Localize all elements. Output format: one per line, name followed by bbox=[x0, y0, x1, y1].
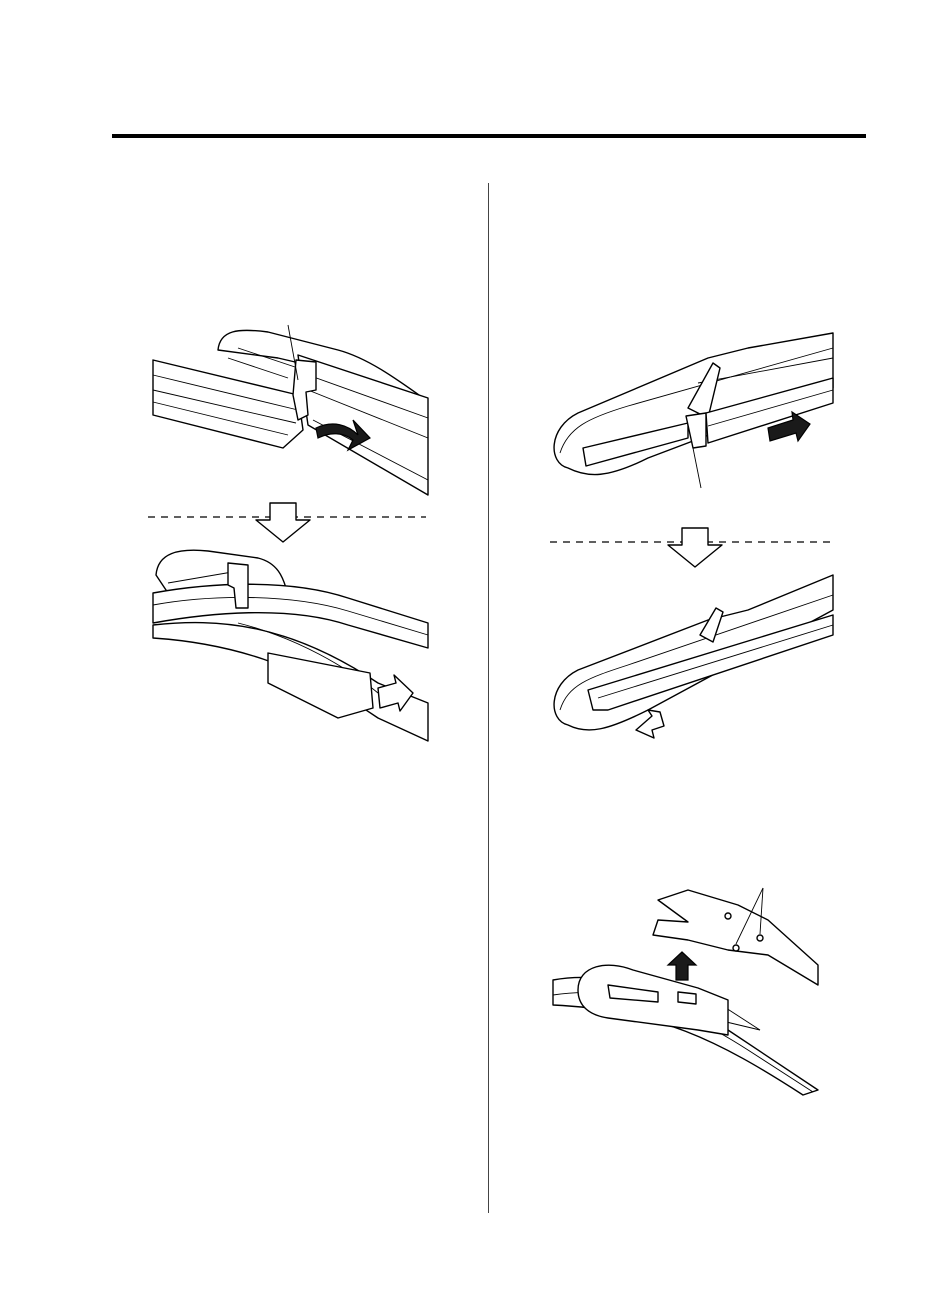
wiper-blade-slide-out-figure bbox=[152, 324, 429, 496]
column-divider bbox=[488, 183, 489, 1213]
header-rule bbox=[112, 134, 866, 138]
down-arrow-icon bbox=[667, 527, 723, 568]
step-separator-left bbox=[148, 502, 426, 543]
wiper-end-cap-figure bbox=[553, 332, 834, 489]
wiper-arm-clip-figure bbox=[552, 887, 819, 1096]
push-arrow-icon bbox=[767, 410, 811, 443]
wiper-blade-remove-figure bbox=[553, 574, 834, 739]
wiper-blade-pull-figure bbox=[152, 549, 429, 742]
lift-arrow-icon bbox=[666, 951, 698, 981]
pull-arrow-icon bbox=[635, 709, 665, 739]
down-arrow-icon bbox=[255, 502, 311, 543]
step-separator-right bbox=[550, 527, 833, 568]
